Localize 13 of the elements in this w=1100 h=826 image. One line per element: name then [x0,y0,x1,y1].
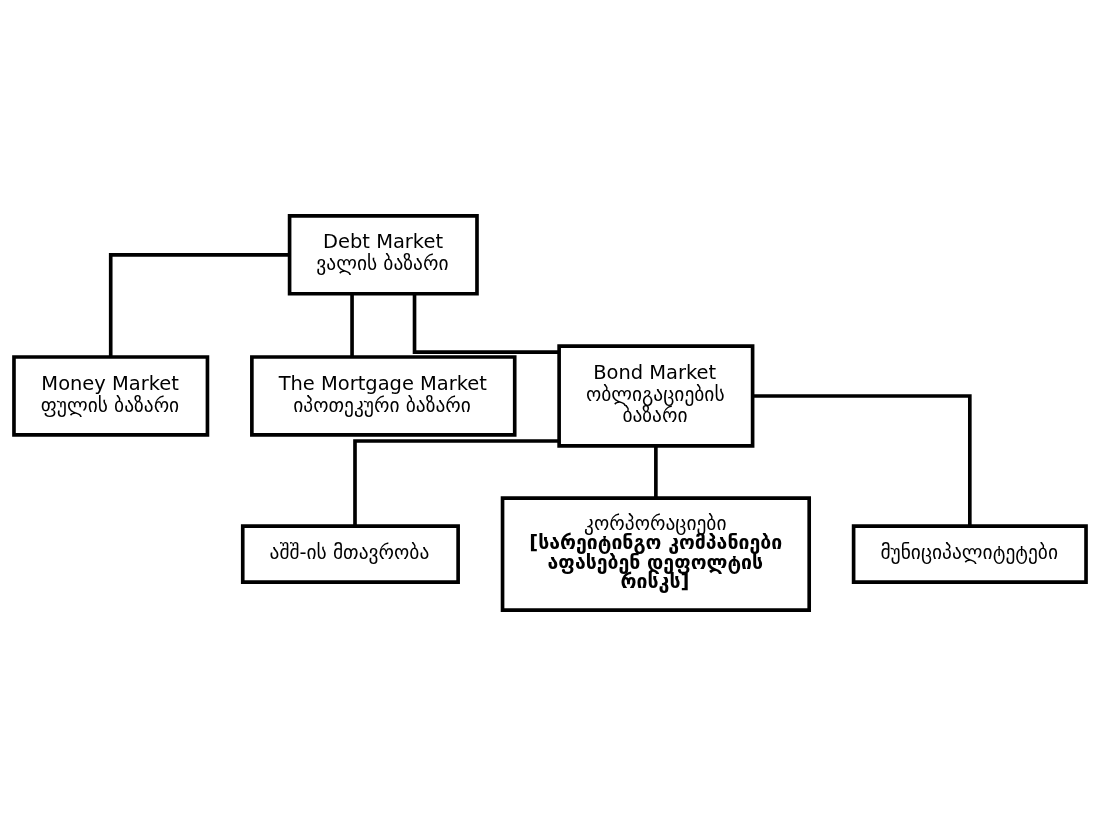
connector [654,446,658,498]
node-box: Money Market ფულის ბაზარი [12,355,210,437]
node-box: Debt Market ვალის ბაზარი [287,214,479,296]
node-box: Bond Market ობლიგაციების ბაზარი [557,344,755,448]
connector [752,394,972,526]
connector [412,293,560,354]
node-box: The Mortgage Market იპოთეკური ბაზარი [250,355,517,437]
node-box: აშშ-ის მთავრობა [240,524,460,584]
node-box: კორპორაციები [სარეიტინგო კომპანიები აფასებენ დეფოლტის რისკს] [500,496,811,612]
connector [353,439,559,526]
connector [108,253,290,357]
node-box: მუნიციპალიტეტები [851,524,1088,584]
connector [350,293,354,357]
